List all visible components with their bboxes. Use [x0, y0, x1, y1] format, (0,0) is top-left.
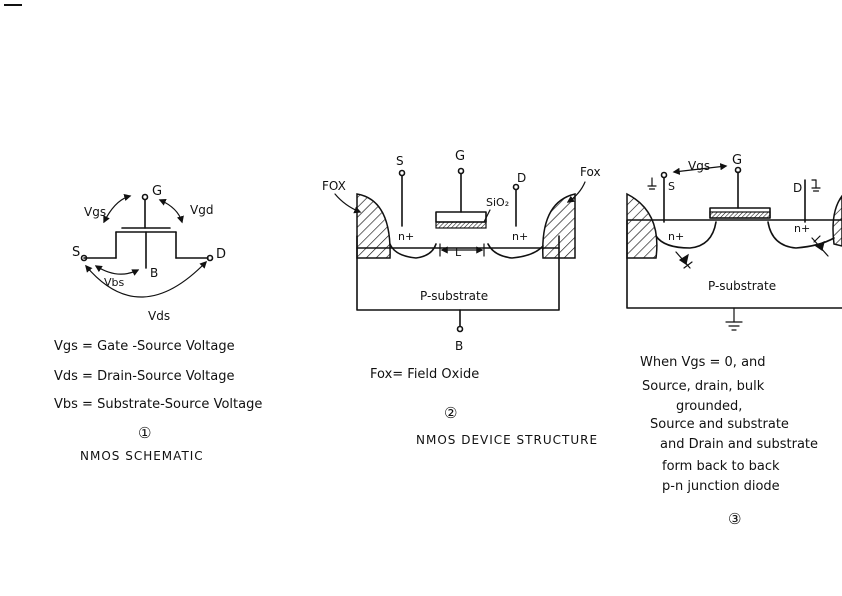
fox-definition: Fox= Field Oxide	[370, 367, 479, 382]
vbs-label: Vbs	[104, 276, 125, 289]
diode-icon-drain	[811, 235, 829, 257]
channel-length-label: L	[455, 246, 462, 259]
vbs-arrow	[94, 265, 140, 276]
n-plus-left-label-3: n+	[668, 230, 684, 243]
gate-terminal-label-3: G	[732, 153, 742, 168]
vgd-arrow	[158, 199, 184, 224]
figure-number-2: ②	[444, 404, 457, 422]
nmos-structure-panel: S G D B FOX Fox SiO₂ n+ n+ L P-substrate…	[322, 149, 601, 447]
ground-icon-drain	[811, 179, 821, 192]
caption-nmos-schematic: NMOS SCHEMATIC	[80, 449, 204, 463]
nmos-schematic-panel: G S D B Vgs Vgd Vbs Vds Vgs = Gate -Sour…	[54, 184, 262, 463]
note-line-4: Source and substrate	[650, 417, 789, 432]
fox-right	[542, 193, 576, 259]
source-label: S	[72, 245, 80, 260]
note-line-6: form back to back	[662, 459, 780, 474]
drain-terminal-label-3: D	[793, 181, 802, 195]
drain-terminal-label: D	[517, 171, 526, 185]
gate-label: G	[152, 184, 162, 199]
legend-vbs: Vbs = Substrate-Source Voltage	[54, 397, 262, 412]
substrate-label-3: P-substrate	[708, 279, 776, 293]
note-line-2: Source, drain, bulk	[642, 379, 765, 394]
n-plus-right-label: n+	[512, 230, 528, 243]
fox-right-3	[832, 194, 842, 247]
note-line-1: When Vgs = 0, and	[640, 355, 766, 370]
caption-nmos-structure: NMOS DEVICE STRUCTURE	[416, 433, 598, 447]
source-terminal-label: S	[396, 154, 404, 168]
vgs-arrow	[103, 194, 132, 224]
figure-number-3: ③	[728, 510, 741, 528]
gate-oxide	[435, 221, 487, 229]
figure-number-1: ①	[138, 424, 151, 442]
bulk-terminal-label: B	[455, 339, 463, 353]
junction-diode-panel: G S D Vgs n+ n+ P-substrate When Vgs = 0…	[626, 153, 842, 528]
vgd-label: Vgd	[190, 203, 213, 217]
legend-vds: Vds = Drain-Source Voltage	[54, 369, 234, 384]
vgs-label: Vgs	[84, 205, 106, 219]
gate-poly	[435, 211, 487, 223]
ground-icon-source	[647, 177, 657, 190]
vds-label: Vds	[148, 309, 170, 323]
source-terminal-label-3: S	[668, 180, 675, 193]
substrate-label: P-substrate	[420, 289, 488, 303]
bulk-label: B	[150, 266, 158, 280]
fox-left-label: FOX	[322, 179, 346, 193]
n-plus-left-well	[389, 243, 437, 259]
note-line-3: grounded,	[676, 399, 742, 414]
vgs-arrow-3	[672, 163, 728, 175]
n-plus-left-well-3	[655, 221, 717, 249]
n-plus-right-well	[487, 243, 544, 259]
gate-terminal-label: G	[455, 149, 465, 164]
fox-left-pointer	[334, 193, 362, 214]
fox-left-3	[626, 192, 658, 259]
legend-vgs: Vgs = Gate -Source Voltage	[54, 339, 235, 354]
n-plus-left-label: n+	[398, 230, 414, 243]
n-plus-right-label-3: n+	[794, 222, 810, 235]
gate-oxide-3	[709, 211, 771, 219]
n-plus-right-well-3	[767, 221, 835, 249]
fox-left	[356, 193, 391, 259]
drain-label: D	[216, 247, 226, 262]
fox-right-pointer	[566, 181, 586, 203]
ground-icon-bulk	[725, 307, 743, 331]
note-line-5: and Drain and substrate	[660, 437, 818, 452]
vds-arrow	[85, 260, 208, 298]
vgs-label-3: Vgs	[688, 159, 710, 173]
substrate-body-3	[626, 219, 842, 309]
fox-right-label: Fox	[580, 165, 601, 179]
diode-icon-source	[675, 251, 693, 269]
note-line-7: p-n junction diode	[662, 479, 780, 494]
sio2-label: SiO₂	[486, 196, 509, 209]
